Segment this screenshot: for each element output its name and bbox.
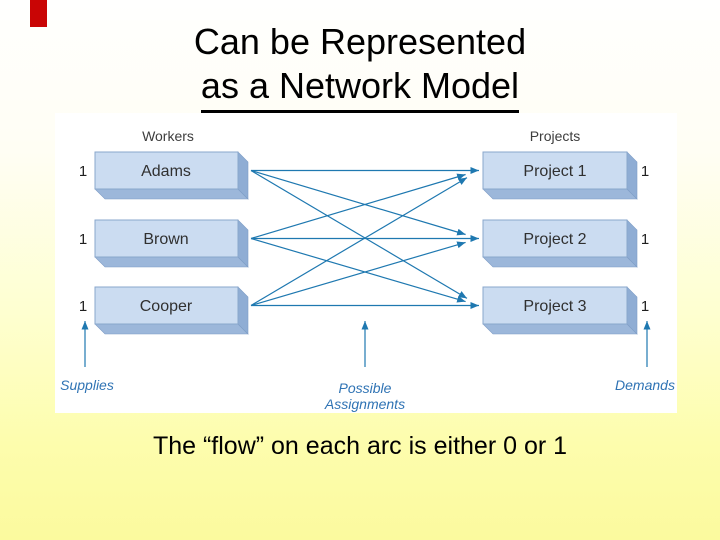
node-face bbox=[482, 151, 628, 190]
arc-cooper-project1 bbox=[250, 177, 468, 307]
supplies-label: Supplies bbox=[60, 377, 114, 393]
supply-value: 1 bbox=[79, 298, 87, 315]
worker-node-adams: Adams bbox=[94, 151, 249, 200]
project-node-2: Project 2 bbox=[482, 219, 638, 268]
bookmark-ribbon bbox=[30, 0, 47, 27]
demand-value: 1 bbox=[641, 298, 649, 315]
project-node-1: Project 1 bbox=[482, 151, 638, 200]
title-line-2: as a Network Model bbox=[0, 64, 720, 113]
node-bottom-face bbox=[94, 256, 249, 268]
demands-label: Demands bbox=[615, 377, 675, 393]
node-bottom-face bbox=[482, 256, 638, 268]
node-bottom-face bbox=[94, 323, 249, 335]
diagram-panel: Workers Projects Adams Brown Cooper Proj… bbox=[55, 113, 677, 413]
title-line-1: Can be Represented bbox=[193, 21, 527, 62]
pointer-arrows bbox=[81, 321, 651, 367]
project-name: Project 3 bbox=[523, 298, 586, 315]
supply-value: 1 bbox=[79, 231, 87, 248]
possible-assignments-label-line2: Assignments bbox=[324, 396, 405, 412]
assignment-arcs bbox=[250, 167, 479, 309]
node-bottom-face bbox=[482, 323, 638, 335]
node-face bbox=[94, 219, 239, 258]
possible-assignments-label-line1: Possible bbox=[339, 380, 392, 396]
slide-title: Can be Represented as a Network Model bbox=[0, 20, 720, 113]
project-name: Project 2 bbox=[523, 231, 586, 248]
arc-brown-project1 bbox=[250, 173, 466, 240]
project-node-3: Project 3 bbox=[482, 286, 638, 335]
demand-value: 1 bbox=[641, 163, 649, 180]
node-bottom-face bbox=[482, 188, 638, 200]
worker-node-brown: Brown bbox=[94, 219, 249, 268]
arc-brown-project3 bbox=[250, 237, 466, 303]
projects-group-label: Projects bbox=[530, 128, 581, 144]
project-name: Project 1 bbox=[523, 163, 586, 180]
arc-adams-project3 bbox=[250, 169, 468, 299]
node-face bbox=[94, 151, 239, 190]
arc-adams-project2 bbox=[250, 169, 466, 236]
slide-caption: The “flow” on each arc is either 0 or 1 bbox=[152, 432, 568, 460]
node-face bbox=[94, 286, 239, 325]
network-diagram: Workers Projects Adams Brown Cooper Proj… bbox=[60, 128, 675, 412]
worker-name: Brown bbox=[143, 231, 188, 248]
workers-group-label: Workers bbox=[142, 128, 194, 144]
supply-value: 1 bbox=[79, 163, 87, 180]
arc-cooper-project2 bbox=[250, 241, 466, 307]
node-face bbox=[482, 219, 628, 258]
worker-name: Cooper bbox=[140, 298, 193, 315]
worker-node-cooper: Cooper bbox=[94, 286, 249, 335]
title-line-2-text: as a Network Model bbox=[200, 64, 520, 113]
node-bottom-face bbox=[94, 188, 249, 200]
demand-value: 1 bbox=[641, 231, 649, 248]
node-face bbox=[482, 286, 628, 325]
worker-name: Adams bbox=[141, 163, 191, 180]
